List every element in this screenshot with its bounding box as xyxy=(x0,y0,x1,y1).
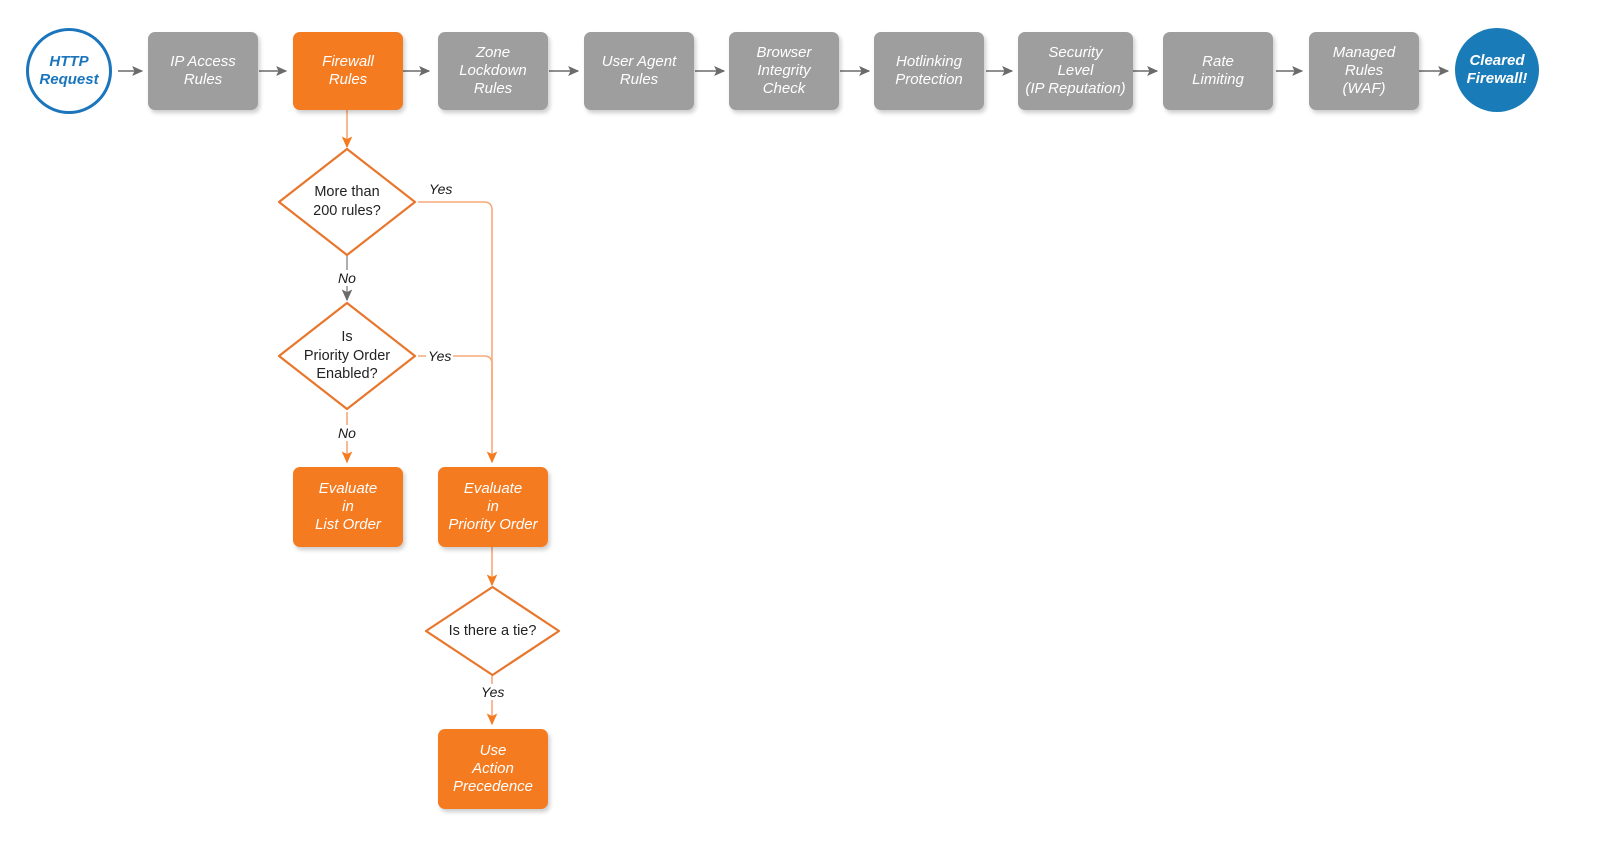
outcome-evaluate-in-priority-order[interactable]: Evaluate in Priority Order xyxy=(438,467,548,547)
pipeline-step-hotlinking-protection[interactable]: Hotlinking Protection xyxy=(874,32,984,110)
pipeline-step-zone-lockdown-rules[interactable]: Zone Lockdown Rules xyxy=(438,32,548,110)
decision-more-than-200-rules[interactable]: More than 200 rules? xyxy=(277,147,417,257)
end-node-cleared-firewall[interactable]: Cleared Firewall! xyxy=(1455,28,1539,112)
pipeline-step-managed-rules-waf[interactable]: Managed Rules (WAF) xyxy=(1309,32,1419,110)
edge-label-no-more-than-200-rules: No xyxy=(336,270,358,286)
pipeline-step-user-agent-rules[interactable]: User Agent Rules xyxy=(584,32,694,110)
start-node-http-request[interactable]: HTTP Request xyxy=(26,28,112,114)
edge-label-no-priority-order-enabled: No xyxy=(336,425,358,441)
pipeline-step-ip-access-rules[interactable]: IP Access Rules xyxy=(148,32,258,110)
pipeline-step-security-level[interactable]: Security Level (IP Reputation) xyxy=(1018,32,1133,110)
edge-label-yes-priority-order-enabled: Yes xyxy=(426,348,454,364)
decision-label: Is Priority Order Enabled? xyxy=(303,329,391,383)
decision-label: Is there a tie? xyxy=(448,622,537,639)
edge-label-yes-is-there-a-tie: Yes xyxy=(479,684,507,700)
pipeline-step-firewall-rules[interactable]: Firewall Rules xyxy=(293,32,403,110)
decision-priority-order-enabled[interactable]: Is Priority Order Enabled? xyxy=(277,301,417,411)
decision-is-there-a-tie[interactable]: Is there a tie? xyxy=(424,585,561,677)
decision-label: More than 200 rules? xyxy=(313,184,381,219)
outcome-use-action-precedence[interactable]: Use Action Precedence xyxy=(438,729,548,809)
edge-label-yes-more-than-200-rules: Yes xyxy=(427,181,455,197)
pipeline-step-browser-integrity-check[interactable]: Browser Integrity Check xyxy=(729,32,839,110)
outcome-evaluate-in-list-order[interactable]: Evaluate in List Order xyxy=(293,467,403,547)
pipeline-step-rate-limiting[interactable]: Rate Limiting xyxy=(1163,32,1273,110)
